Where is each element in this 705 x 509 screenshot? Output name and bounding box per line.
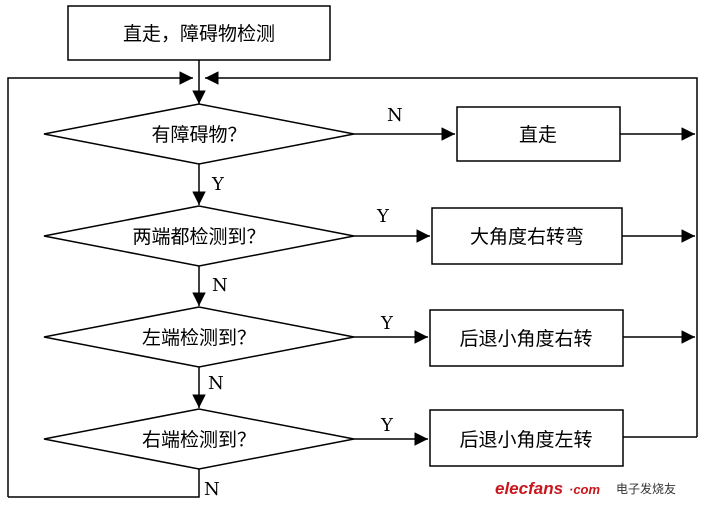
decision-obstacle: 有障碍物？: [43, 103, 355, 165]
watermark-cn: 电子发烧友: [616, 481, 676, 496]
action-straight: 直走: [456, 106, 621, 162]
decision-left-end: 左端检测到？: [43, 306, 355, 368]
action-big-right-turn-label: 大角度右转弯: [470, 226, 584, 248]
label-q2-yes: Y: [376, 206, 390, 227]
action-back-small-left: 后退小角度左转: [429, 409, 624, 467]
action-straight-label: 直走: [519, 124, 557, 146]
start-node: 直走，障碍物检测: [67, 5, 331, 61]
edge-loop-right: [205, 71, 698, 437]
action-back-small-left-label: 后退小角度左转: [459, 429, 592, 451]
watermark-suffix: ·com: [569, 482, 601, 497]
decision-both-ends-label: 两端都检测到？: [132, 226, 265, 248]
edge-q4-no: [8, 469, 200, 498]
label-q1-no: N: [387, 105, 403, 126]
watermark-brand: elecfans: [495, 479, 563, 498]
edge-loop-left: [7, 71, 193, 497]
label-q3-no: N: [208, 373, 224, 394]
label-q2-no: N: [212, 275, 228, 296]
decision-both-ends: 两端都检测到？: [43, 205, 355, 267]
label-q1-yes: Y: [211, 174, 225, 195]
watermark-logo: elecfans ·com 电子发烧友: [495, 479, 676, 498]
decision-left-end-label: 左端检测到？: [142, 327, 256, 349]
action-back-small-right-label: 后退小角度右转: [459, 328, 592, 350]
decision-right-end-label: 右端检测到？: [142, 429, 256, 451]
action-back-small-right: 后退小角度右转: [429, 309, 624, 367]
label-q3-yes: Y: [380, 313, 394, 334]
action-big-right-turn: 大角度右转弯: [431, 207, 623, 265]
decision-right-end: 右端检测到？: [43, 408, 355, 470]
start-node-label: 直走，障碍物检测: [123, 23, 275, 45]
decision-obstacle-label: 有障碍物？: [151, 124, 246, 146]
label-q4-no: N: [204, 479, 220, 500]
label-q4-yes: Y: [380, 415, 394, 436]
